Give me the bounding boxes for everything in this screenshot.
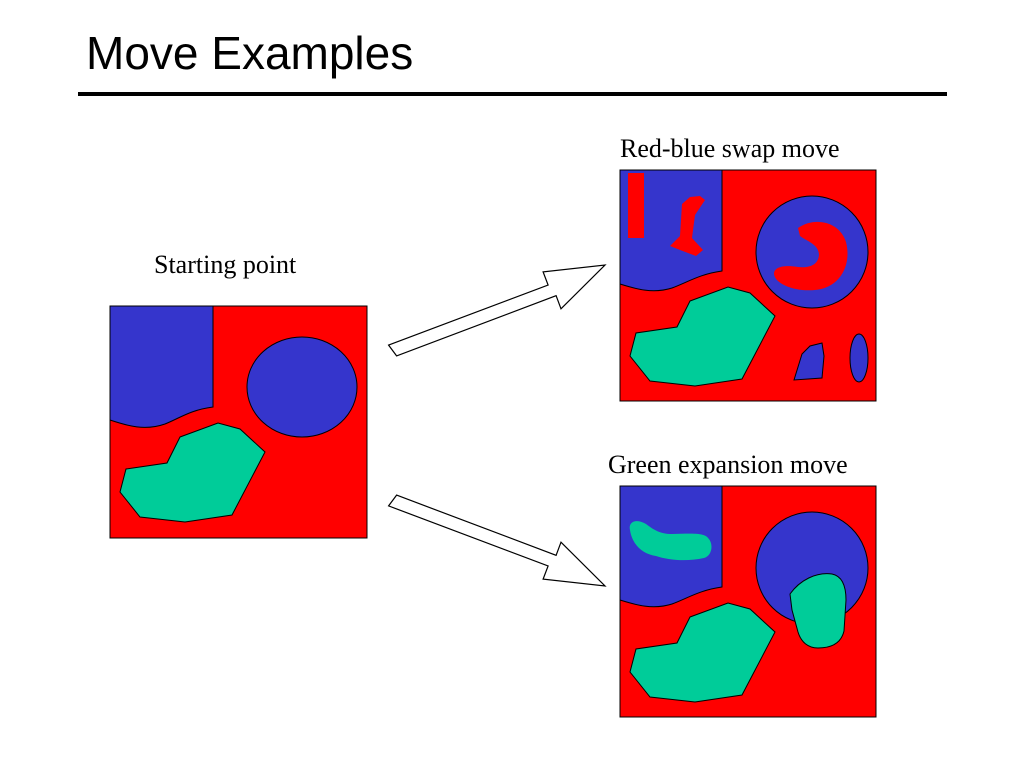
red-blob — [670, 196, 705, 256]
panel-red-blue-swap — [619, 169, 877, 402]
blue-fragment — [793, 342, 825, 381]
green-region — [629, 286, 776, 387]
caption-starting-point: Starting point — [154, 250, 297, 279]
blue-circle — [246, 336, 358, 438]
green-region — [119, 422, 266, 523]
red-bar — [628, 173, 644, 238]
green-expansion-blob — [789, 573, 847, 649]
blue-region — [109, 305, 214, 428]
panel-green-expansion — [619, 485, 877, 718]
arrow-to-swap — [387, 264, 607, 357]
panel-starting-point — [109, 305, 368, 539]
caption-red-blue-swap: Red-blue swap move — [620, 134, 840, 163]
slide-title: Move Examples — [86, 27, 414, 79]
blue-oval — [849, 333, 869, 383]
green-region — [629, 602, 776, 703]
red-swirl — [774, 221, 848, 291]
caption-green-expansion: Green expansion move — [608, 450, 848, 479]
arrow-to-expansion — [387, 494, 607, 587]
green-island — [629, 521, 712, 561]
title-rule — [78, 92, 947, 96]
